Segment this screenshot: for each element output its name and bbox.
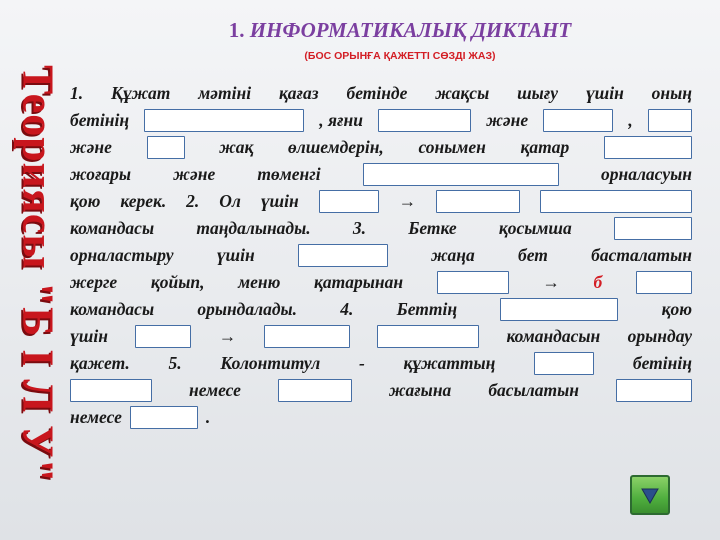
arrow-icon: → — [218, 326, 237, 346]
answer-blank[interactable] — [144, 109, 305, 132]
text-line: және жақ өлшемдерін, сонымен қатар — [70, 134, 692, 161]
answer-blank[interactable] — [543, 109, 614, 132]
play-triangle-icon — [641, 488, 659, 505]
title-text: ИНФОРМАТИКАЛЫҚ ДИКТАНТ — [249, 18, 572, 42]
answer-blank[interactable] — [70, 379, 152, 402]
text-line: жерге қойып, меню қатарынан → б — [70, 269, 692, 296]
answer-blank[interactable] — [129, 406, 198, 429]
answer-blank[interactable] — [146, 136, 185, 159]
page-subtitle: (БОС ОРЫНҒА ҚАЖЕТТІ СӨЗДІ ЖАЗ) — [304, 50, 496, 62]
answer-blank[interactable] — [436, 190, 521, 213]
text-line: орналастыру үшін жаңа бет басталатын — [70, 244, 692, 267]
page-title: 1. ИНФОРМАТИКАЛЫҚ ДИКТАНТ — [120, 18, 680, 43]
answer-blank[interactable] — [135, 325, 192, 348]
answer-blank[interactable] — [377, 325, 480, 348]
next-slide-button[interactable] — [630, 475, 670, 515]
answer-blank[interactable] — [534, 352, 595, 375]
answer-blank[interactable] — [436, 271, 509, 294]
text-line: 1. Құжат мәтіні қағаз бетінде жақсы шығу… — [70, 83, 692, 103]
answer-blank[interactable] — [603, 136, 692, 159]
answer-blank[interactable] — [613, 217, 692, 240]
answer-blank[interactable] — [647, 109, 692, 132]
arrow-icon: → — [542, 272, 560, 292]
text-line: немесе жағына басылатын — [70, 377, 692, 404]
arrow-icon: → — [398, 191, 417, 211]
answer-blank[interactable] — [615, 379, 692, 402]
text-line: қою керек. 2. Ол үшін → — [70, 188, 692, 215]
answer-blank[interactable] — [635, 271, 692, 294]
dictation-text: 1. Құжат мәтіні қағаз бетінде жақсы шығу… — [70, 80, 692, 431]
side-banner: Теориясы "Б І Л У" — [6, 22, 70, 526]
answer-blank[interactable] — [318, 190, 379, 213]
answer-blank[interactable] — [297, 244, 388, 267]
title-number: 1. — [228, 18, 245, 42]
text-line: қажет. 5. Колонтитул - құжаттың бетінің — [70, 352, 692, 375]
answer-blank[interactable] — [263, 325, 350, 348]
answer-blank[interactable] — [539, 190, 692, 213]
text-line: командасы таңдалынады. 3. Бетке қосымша — [70, 215, 692, 242]
answer-blank[interactable] — [378, 109, 472, 132]
text-line: бетінің , яғни және , — [70, 107, 692, 134]
answer-blank[interactable] — [500, 298, 619, 321]
answer-blank[interactable] — [277, 379, 352, 402]
text-line: үшін → командасын орындау — [70, 323, 692, 350]
answer-blank[interactable] — [362, 163, 559, 186]
side-label: Теориясы "Б І Л У" — [13, 64, 63, 484]
text-line: жоғары және төменгі орналасуын — [70, 163, 692, 186]
text-line: командасы орындалады. 4. Беттің қою — [70, 298, 692, 321]
text-line: немесе . — [70, 406, 211, 429]
